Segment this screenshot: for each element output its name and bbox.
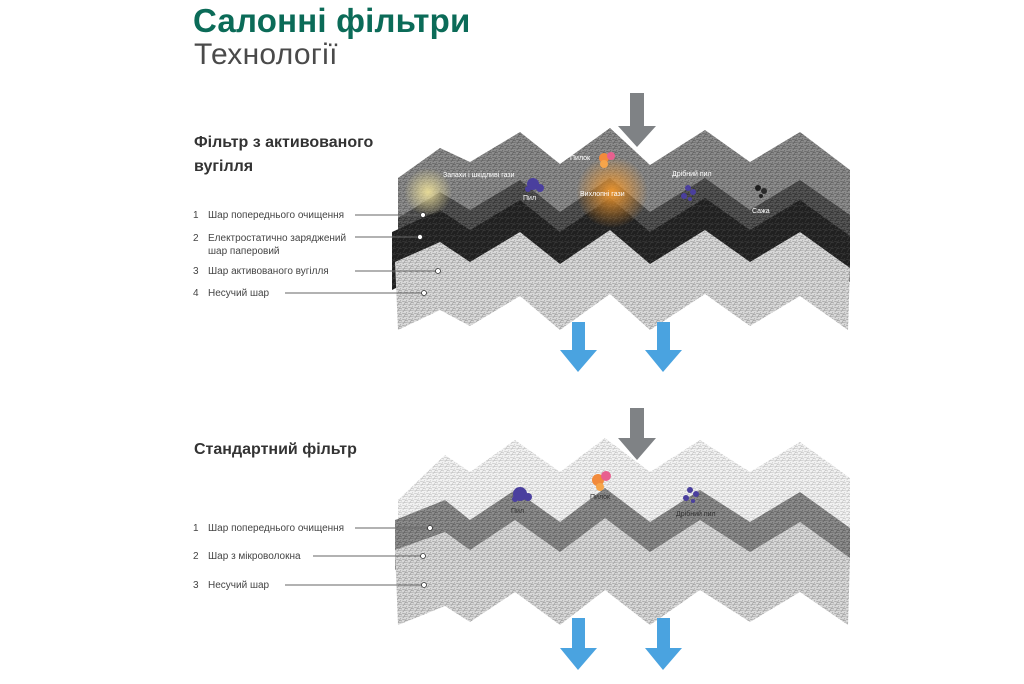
carbon-filter-heading-line2: вугілля [194,158,254,175]
layer-label: Несучий шар [208,580,270,591]
standard-leader-lines [285,527,430,586]
layer-number: 3 [193,580,199,591]
label-soot: Сажа [752,208,770,215]
layer-label: Шар попереднього очищення [208,210,345,221]
layer-label-line1: Електростатично заряджений [208,233,347,244]
layer-label: Шар з мікроволокна [208,551,301,562]
layer-number: 2 [193,233,199,244]
label-dust: Пил [511,508,524,515]
clean-air-out-arrow [560,618,597,670]
standard-filter-heading: Стандартний фільтр [194,441,357,458]
fine-dust-particle [681,185,696,201]
label-pollen: Пилок [570,155,591,162]
carbon-filter-diagram: Запахи і шкідливі гази Пилок Пил Вихлопн… [285,128,850,330]
label-odors: Запахи і шкідливі гази [443,171,515,179]
soot-particle [755,185,767,198]
carbon-filter-heading: Фільтр з активованого вугілля [194,131,373,179]
fine-dust-particle [683,487,699,503]
carbon-layer-1: 1 Шар попереднього очищення [193,209,344,222]
page-subtitle: Технології [194,38,338,71]
carbon-layer-2: 2 Електростатично заряджений шар паперов… [193,232,346,258]
layer-number: 2 [193,551,199,562]
layer-number: 4 [193,288,199,299]
carbon-filter-heading-line1: Фільтр з активованого [194,134,374,151]
exhaust-gas-particles [576,156,648,228]
layer-label: Несучий шар [208,288,270,299]
layer-number: 1 [193,523,199,534]
layer-label: Шар попереднього очищення [208,523,345,534]
air-in-arrow [618,93,656,147]
odor-particles [404,168,452,216]
layer-label: Шар активованого вугілля [208,266,329,277]
label-fine-dust: Дрібний пил [676,510,716,518]
clean-air-out-arrow [645,618,682,670]
standard-layer-3: 3 Несучий шар [193,579,269,592]
pollen-particle [599,152,615,168]
standard-layer-1: 1 Шар попереднього очищення [193,522,344,535]
clean-air-out-arrow [645,322,682,372]
layer-number: 1 [193,210,199,221]
label-dust: Пил [523,195,536,202]
standard-layer-2: 2 Шар з мікроволокна [193,550,301,563]
layer-label-line2: шар паперовий [208,246,280,257]
layer-number: 3 [193,266,199,277]
standard-filter-diagram: Пил Пилок Дрібний пил [285,438,850,625]
carbon-leader-lines [285,214,438,294]
carbon-layer-3: 3 Шар активованого вугілля [193,265,329,278]
dust-particle [525,178,544,192]
carbon-layer-4: 4 Несучий шар [193,287,269,300]
pollen-particle [592,471,611,491]
dust-particle [512,487,532,502]
clean-air-out-arrow [560,322,597,372]
air-in-arrow [618,408,656,460]
label-exhaust: Вихлопні гази [580,190,625,198]
label-pollen: Пилок [590,494,611,501]
page-title: Салонні фільтри [193,2,471,39]
layer-label: Електростатично заряджений шар паперовий [208,232,346,258]
label-fine-dust: Дрібний пил [672,170,712,178]
